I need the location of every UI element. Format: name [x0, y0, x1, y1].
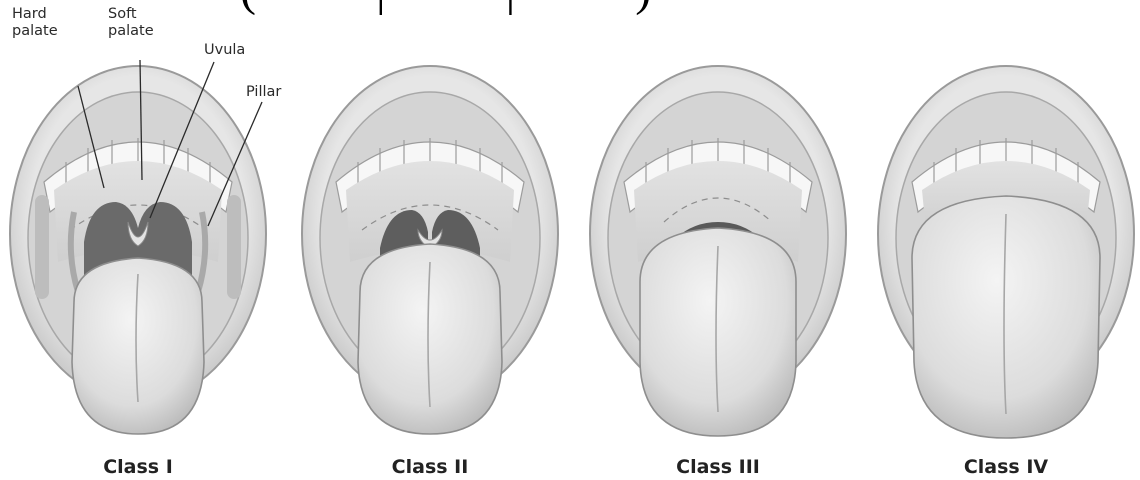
mallampati-class-1-mouth [4, 62, 272, 452]
class-1-label: Class I [4, 456, 272, 478]
mallampati-class-2-mouth [296, 62, 564, 452]
mallampati-class-4-mouth [872, 62, 1140, 452]
uvula-label: Uvula [204, 42, 245, 59]
cropped-header-text: ( | | ) [240, 0, 651, 14]
mallampati-class-3-mouth [584, 62, 852, 452]
class-2-label: Class II [296, 456, 564, 478]
soft-palate-label: Soft palate [108, 6, 154, 40]
class-4-label: Class IV [872, 456, 1140, 478]
class-3-label: Class III [584, 456, 852, 478]
hard-palate-label: Hard palate [12, 6, 58, 40]
pillar-label: Pillar [246, 84, 281, 101]
